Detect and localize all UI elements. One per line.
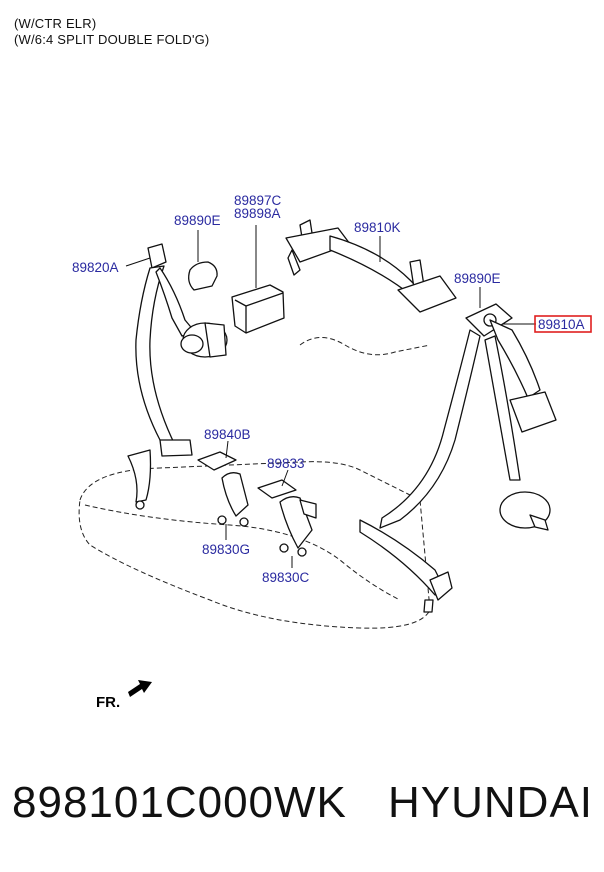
front-direction-indicator: FR. bbox=[96, 680, 152, 711]
highlight-box-89810a bbox=[534, 315, 592, 333]
label-89810k: 89810K bbox=[354, 220, 401, 235]
left-seat-belt-assembly bbox=[135, 243, 228, 457]
label-89830c: 89830C bbox=[262, 570, 310, 585]
label-89890e-right: 89890E bbox=[454, 271, 501, 286]
label-89830g: 89830G bbox=[202, 542, 250, 557]
buckle-89833 bbox=[257, 479, 317, 557]
seat-cushion-outline bbox=[78, 337, 431, 629]
direction-label: FR. bbox=[96, 694, 120, 711]
label-89833: 89833 bbox=[267, 456, 305, 471]
note-split-fold: (W/6:4 SPLIT DOUBLE FOLD'G) bbox=[14, 32, 210, 47]
seat-belt-diagram: 89897C 89898A 89890E 89820A 89810K 89890… bbox=[72, 193, 592, 711]
cover-89890e-left bbox=[188, 261, 218, 291]
leader-lines bbox=[125, 225, 536, 568]
arrow-icon bbox=[128, 680, 152, 697]
buckle-89840b bbox=[127, 449, 249, 527]
label-89840b: 89840B bbox=[204, 427, 251, 442]
label-89898a: 89898A bbox=[234, 206, 281, 221]
label-89897c: 89897C bbox=[234, 193, 282, 208]
note-ctr-elr: (W/CTR ELR) bbox=[14, 16, 97, 31]
label-89810a[interactable]: 89810A bbox=[538, 317, 585, 332]
right-belt-89810a bbox=[359, 303, 557, 613]
center-belt-89810k bbox=[285, 219, 457, 313]
brand-name: HYUNDAI bbox=[388, 778, 594, 827]
part-number: 898101C000WK bbox=[12, 778, 347, 827]
label-89820a: 89820A bbox=[72, 260, 119, 275]
footer: 898101C000WK HYUNDAI bbox=[0, 778, 604, 838]
cover-89897c bbox=[231, 284, 285, 334]
label-89890e-left: 89890E bbox=[174, 213, 221, 228]
